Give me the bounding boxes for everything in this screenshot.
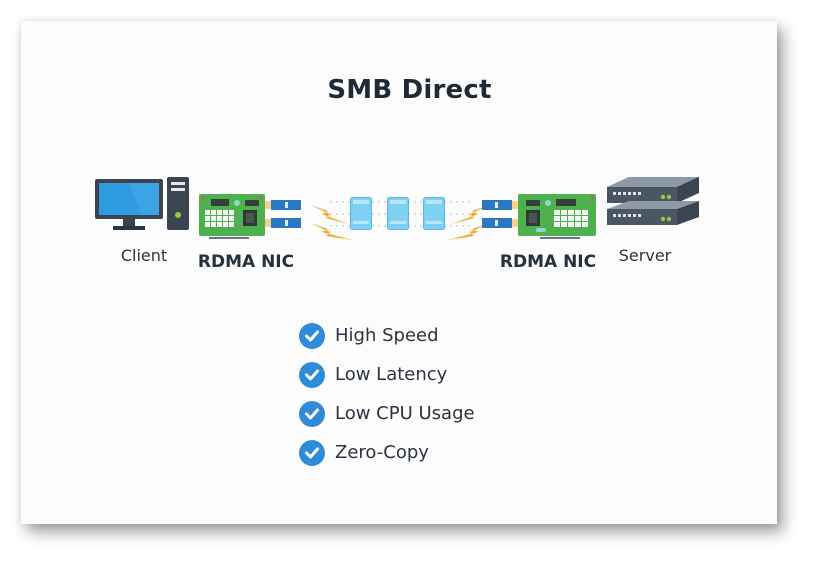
server-icon — [607, 177, 699, 225]
memory-block-icon — [387, 197, 409, 230]
rdma-link — [310, 201, 490, 240]
diagram-title: SMB Direct — [327, 75, 492, 105]
memory-block-icon — [350, 197, 372, 230]
feature-label: Zero-Copy — [335, 442, 429, 463]
feature-item: Low Latency — [299, 355, 475, 394]
feature-label: Low Latency — [335, 364, 448, 385]
check-circle-icon — [299, 400, 325, 427]
check-circle-icon — [299, 361, 325, 388]
client-nic-label: RDMA NIC — [197, 252, 295, 272]
feature-list: High Speed Low Latency Low CPU Usage Zer… — [299, 316, 475, 472]
feature-item: Zero-Copy — [299, 433, 475, 472]
lightning-bolt-icon — [310, 205, 490, 240]
desktop-computer-icon — [95, 177, 189, 230]
diagram-card — [21, 21, 777, 524]
memory-block-icon — [423, 197, 445, 230]
network-card-icon — [482, 194, 596, 239]
check-circle-icon — [299, 322, 325, 349]
network-card-icon — [199, 194, 301, 239]
feature-item: Low CPU Usage — [299, 394, 475, 433]
check-circle-icon — [299, 439, 325, 466]
feature-label: Low CPU Usage — [335, 403, 475, 424]
client-label: Client — [120, 246, 168, 265]
server-label: Server — [618, 246, 672, 265]
feature-label: High Speed — [335, 325, 439, 346]
server-nic-label: RDMA NIC — [499, 252, 597, 272]
feature-item: High Speed — [299, 316, 475, 355]
